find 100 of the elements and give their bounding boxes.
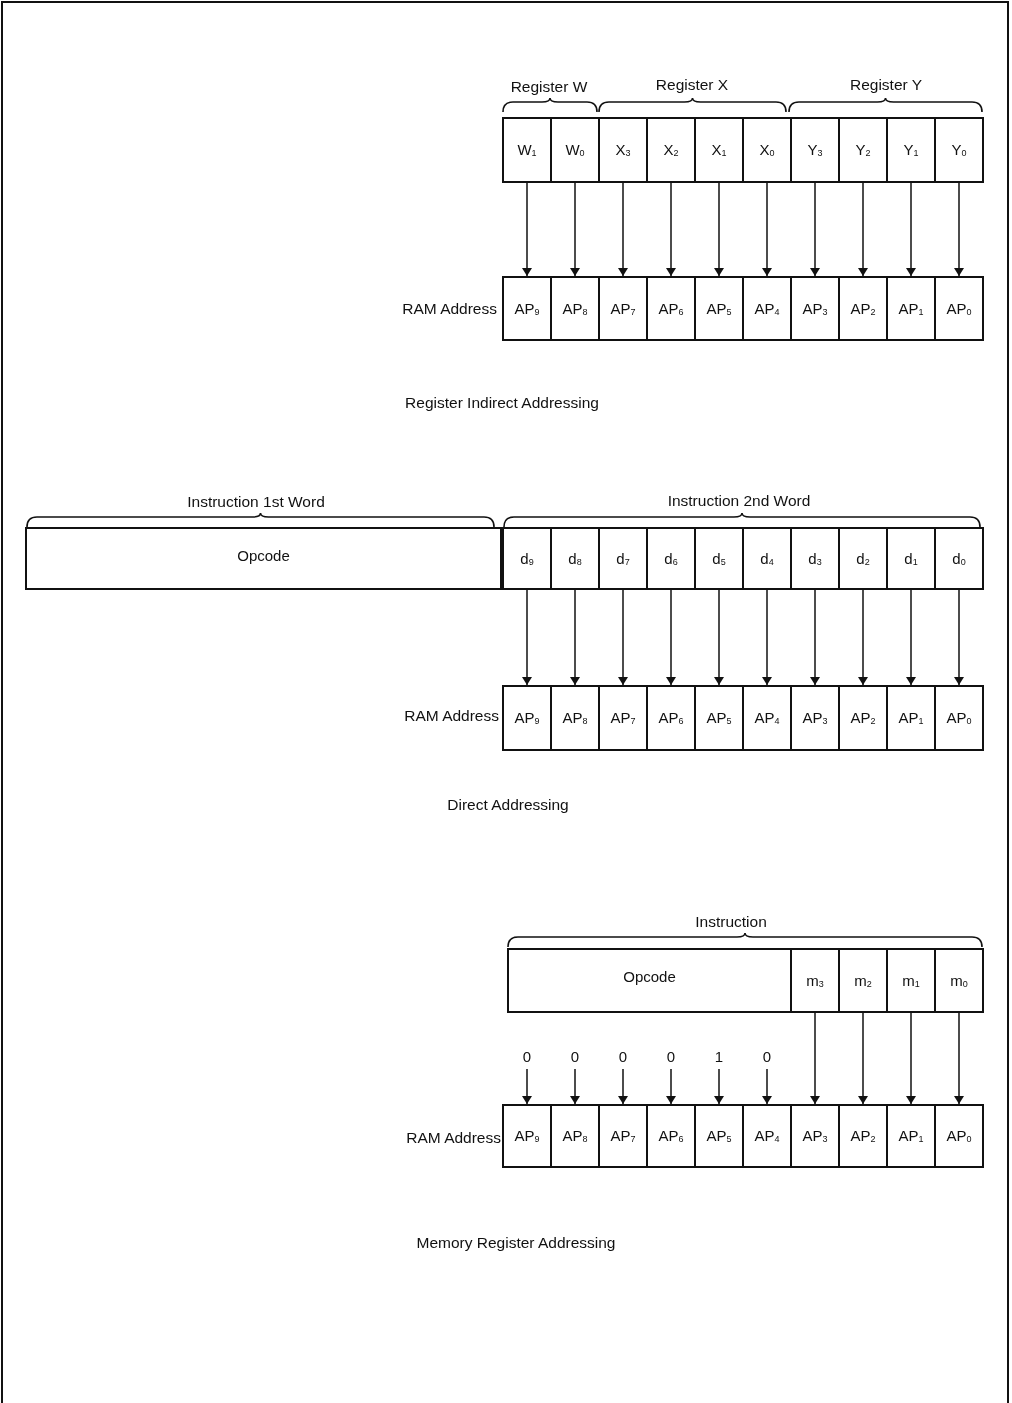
bit-label: AP$_{6}$	[658, 1127, 684, 1145]
bit-cell	[886, 527, 936, 590]
arrow	[666, 1068, 676, 1105]
bit-cell	[502, 117, 552, 183]
bit-label: d$_{4}$	[760, 549, 774, 568]
bit-label: d$_{7}$	[616, 549, 630, 568]
arrow	[762, 182, 772, 277]
bit-value: 0	[651, 1045, 691, 1069]
bit-label: AP$_{0}$	[946, 299, 972, 318]
bit-label: AP$_{1}$	[898, 299, 924, 318]
bit-label: d$_{1}$	[904, 549, 918, 568]
bit-cell	[550, 527, 600, 590]
bit-label: AP$_{9}$	[514, 299, 540, 318]
arrow	[522, 182, 532, 277]
bit-cell	[790, 276, 840, 341]
opcode-field	[507, 948, 792, 1013]
bit-value: 0	[747, 1045, 787, 1069]
bit-label: AP$_{5}$	[706, 709, 732, 727]
bit-value: 1	[699, 1045, 739, 1069]
bit-cell	[886, 1104, 936, 1168]
bit-cell	[934, 117, 984, 183]
row-label: RAM Address	[402, 299, 497, 319]
bit-label: Y$_{0}$	[951, 141, 967, 159]
bit-label: Y$_{1}$	[903, 141, 919, 159]
bit-label: AP$_{8}$	[562, 709, 588, 727]
arrow	[954, 1012, 964, 1105]
arrow	[570, 1068, 580, 1105]
bit-label: AP$_{0}$	[946, 1127, 972, 1145]
bit-label: AP$_{6}$	[658, 299, 684, 318]
section-label: Instruction 2nd Word	[667, 491, 811, 511]
arrow	[714, 182, 724, 277]
bit-cell	[502, 527, 552, 590]
bit-cell	[694, 685, 744, 751]
bit-label: AP$_{9}$	[514, 1127, 540, 1145]
bit-label: d$_{9}$	[520, 549, 534, 568]
bit-label: X$_{0}$	[759, 141, 775, 159]
arrow	[618, 182, 628, 277]
bit-cell	[598, 527, 648, 590]
section-label: Register X	[655, 75, 729, 95]
bit-label: X$_{3}$	[615, 141, 631, 159]
bit-cell	[886, 117, 936, 183]
arrow	[570, 589, 580, 686]
bit-cell	[598, 117, 648, 183]
bit-label: AP$_{5}$	[706, 1127, 732, 1145]
bit-label: AP$_{3}$	[802, 1127, 828, 1145]
bit-label: d$_{3}$	[808, 549, 822, 568]
bit-value: 0	[507, 1045, 547, 1069]
bit-cell	[502, 276, 552, 341]
arrow	[906, 182, 916, 277]
bit-label: AP$_{3}$	[802, 709, 828, 727]
bit-cell	[646, 1104, 696, 1168]
bit-cell	[646, 685, 696, 751]
opcode-field	[25, 527, 502, 590]
bit-label: AP$_{0}$	[946, 709, 972, 727]
section-label: Memory Register Addressing	[416, 1233, 616, 1253]
bit-cell	[934, 276, 984, 341]
bit-cell	[598, 1104, 648, 1168]
bit-cell	[838, 685, 888, 751]
bit-cell	[694, 117, 744, 183]
bit-label: d$_{5}$	[712, 549, 726, 568]
arrow	[810, 589, 820, 686]
bit-label: AP$_{2}$	[850, 1127, 876, 1145]
bit-label: AP$_{7}$	[610, 1127, 636, 1145]
bit-cell	[838, 1104, 888, 1168]
bit-label: d$_{8}$	[568, 549, 582, 568]
bit-cell	[790, 948, 840, 1013]
bit-label: W$_{1}$	[517, 141, 537, 159]
bit-cell	[742, 1104, 792, 1168]
bit-label: m$_{2}$	[854, 971, 872, 990]
bit-cell	[502, 685, 552, 751]
arrow	[810, 182, 820, 277]
arrow	[714, 1068, 724, 1105]
bit-label: AP$_{5}$	[706, 299, 732, 318]
bit-label: AP$_{9}$	[514, 709, 540, 727]
arrow	[954, 589, 964, 686]
bit-label: AP$_{6}$	[658, 709, 684, 727]
arrow	[762, 589, 772, 686]
bit-label: d$_{6}$	[664, 549, 678, 568]
bit-label: AP$_{2}$	[850, 299, 876, 318]
bit-label: d$_{2}$	[856, 549, 870, 568]
bit-value: 0	[555, 1045, 595, 1069]
section-label: Instruction	[695, 912, 767, 932]
bit-cell	[550, 276, 600, 341]
bit-label: AP$_{8}$	[562, 299, 588, 318]
bit-cell	[646, 527, 696, 590]
bit-label: AP$_{4}$	[754, 299, 780, 318]
bit-cell	[934, 527, 984, 590]
bit-cell	[742, 685, 792, 751]
section-label: Instruction 1st Word	[187, 492, 325, 512]
arrow	[906, 1012, 916, 1105]
arrow	[858, 1012, 868, 1105]
section-label: Register Y	[849, 75, 923, 95]
arrow	[618, 589, 628, 686]
arrow	[666, 589, 676, 686]
bit-cell	[934, 948, 984, 1013]
bit-label: AP$_{1}$	[898, 1127, 924, 1145]
arrow	[954, 182, 964, 277]
row-label: RAM Address	[404, 706, 499, 726]
bit-cell	[838, 527, 888, 590]
bit-label: AP$_{2}$	[850, 709, 876, 727]
